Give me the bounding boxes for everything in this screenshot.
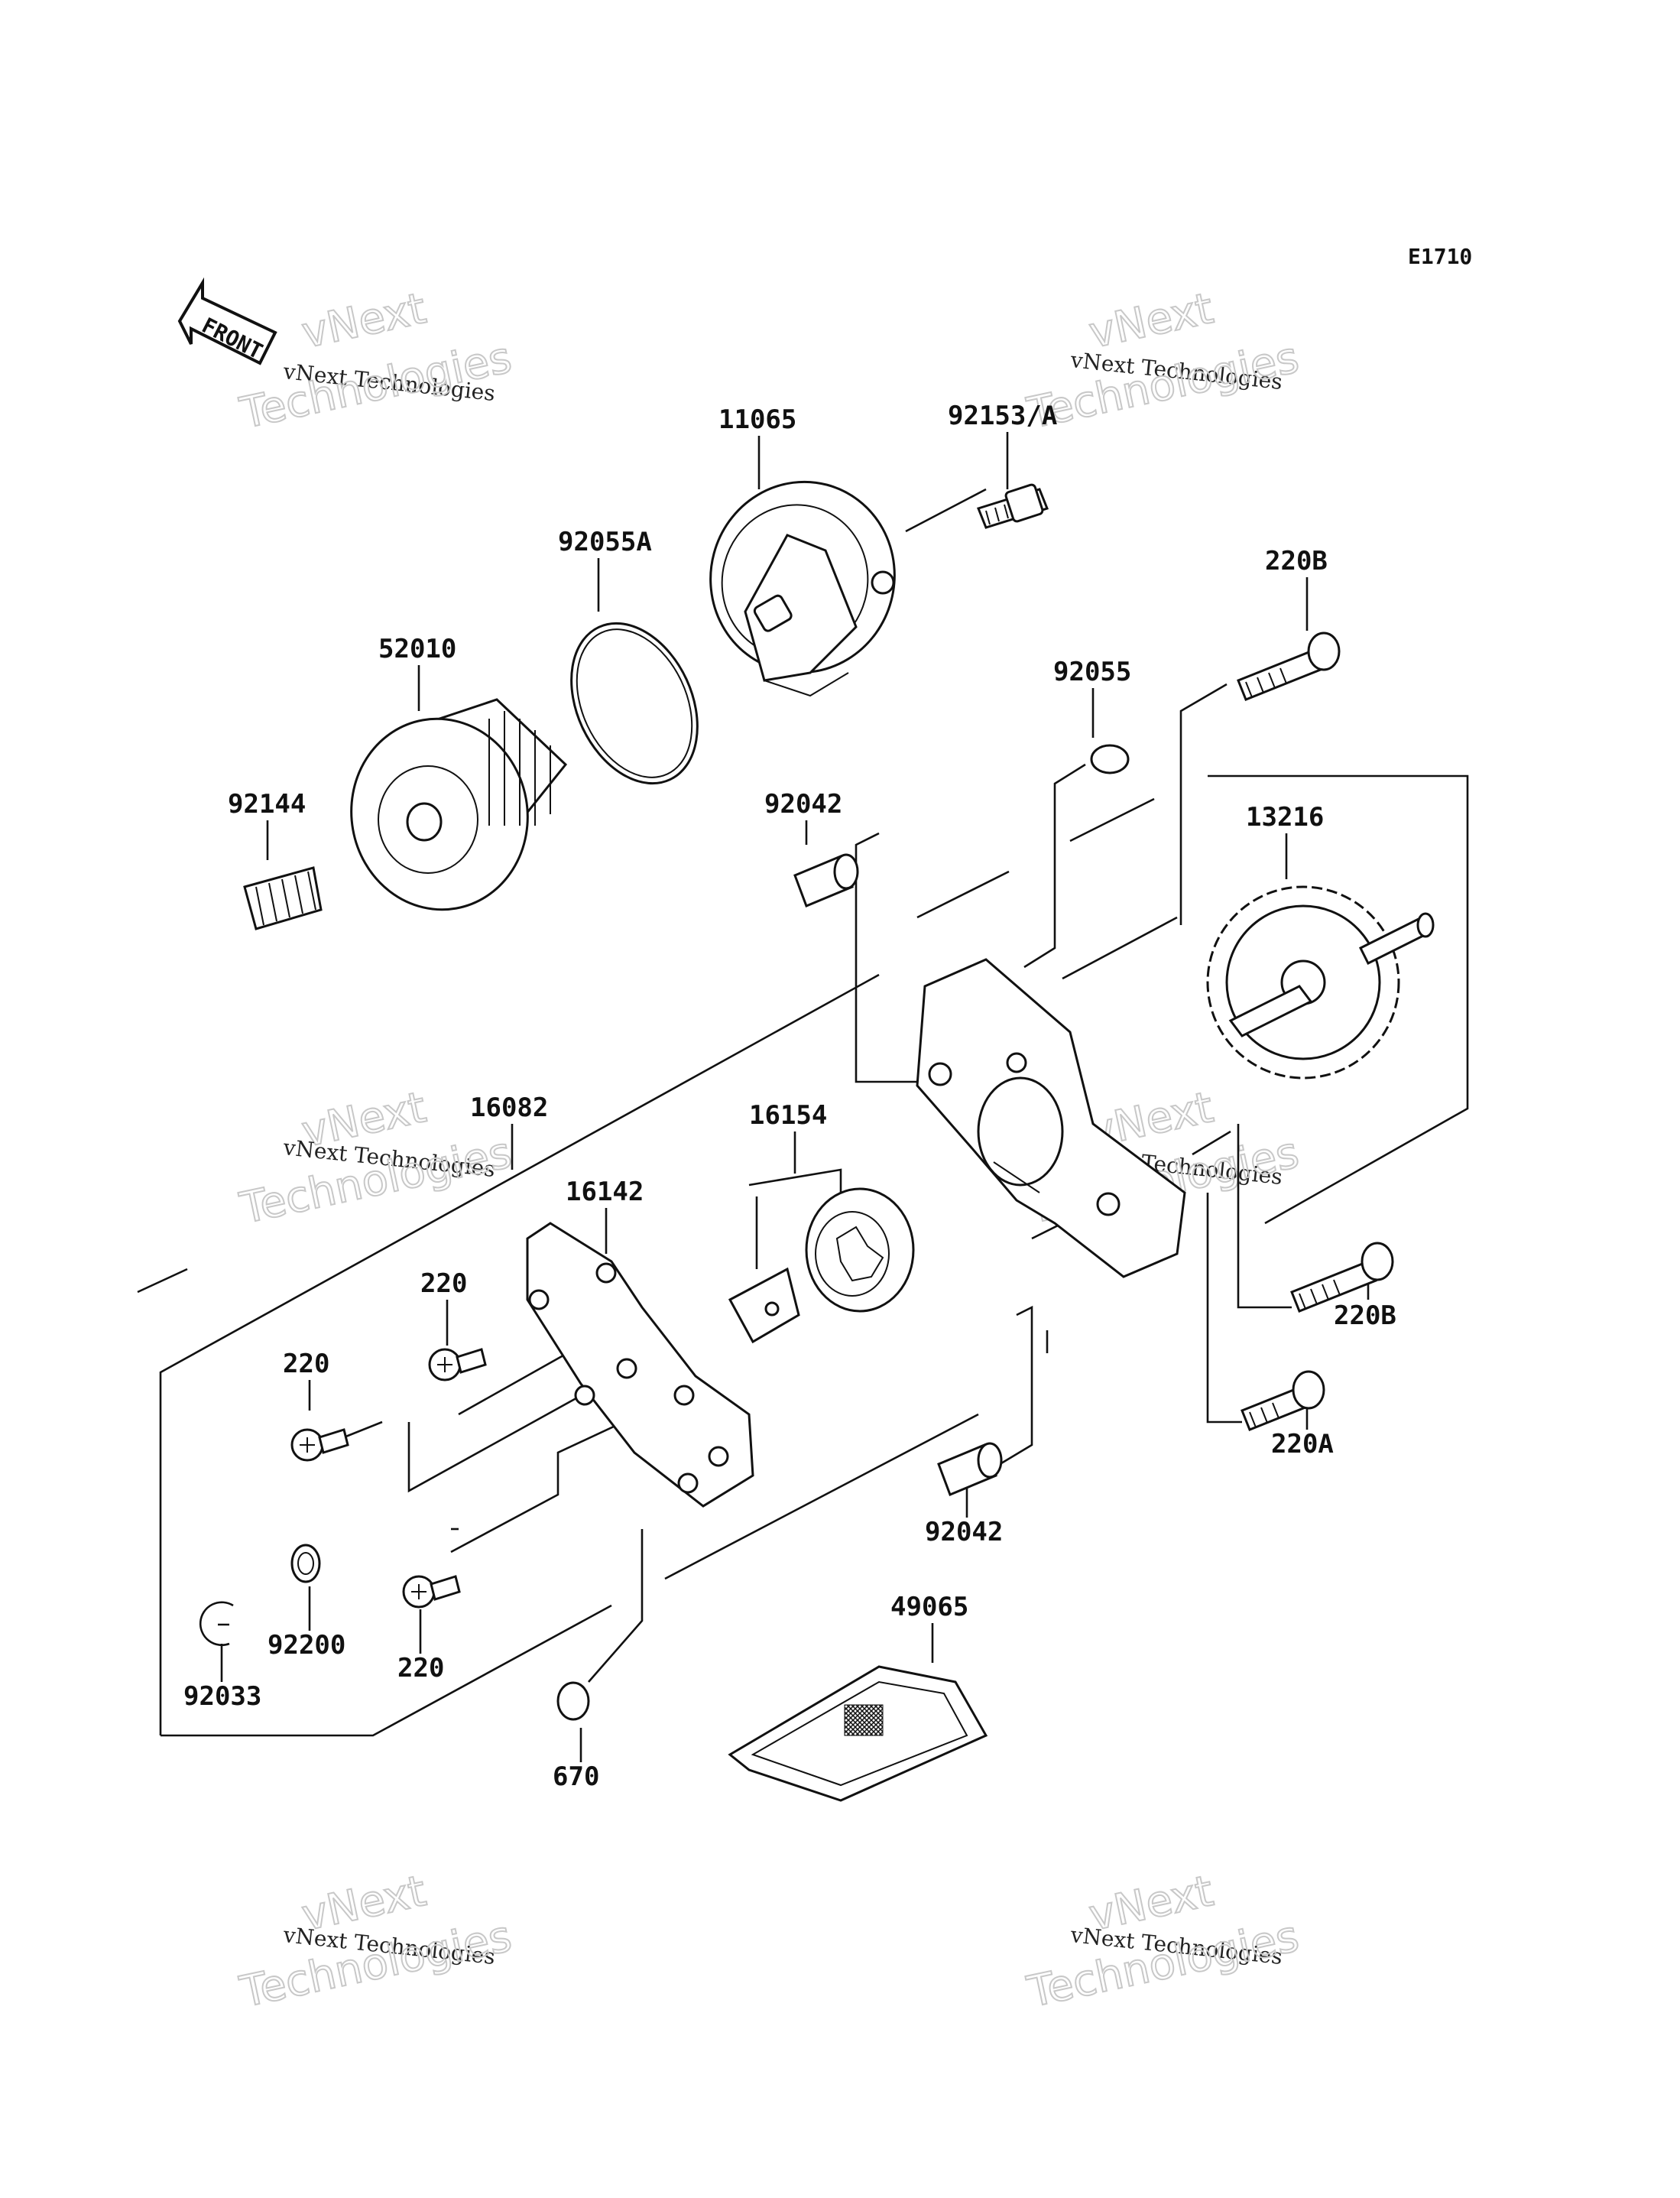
o-ring-670 [556,1681,590,1721]
label-92153-a: 92153/A [948,401,1057,431]
label-92042-bottom: 92042 [925,1517,1003,1547]
o-ring-92055 [1090,744,1130,774]
oil-filter-52010 [350,698,568,911]
label-220b-bottom: 220B [1334,1300,1396,1331]
label-92200: 92200 [268,1630,345,1661]
label-16082: 16082 [470,1093,548,1123]
label-92144: 92144 [228,789,306,820]
bolt-220a [1241,1370,1325,1431]
label-220a: 220A [1271,1429,1334,1459]
svg-text:vNext: vNext [1085,284,1218,359]
label-220-b: 220 [283,1349,329,1379]
label-92042-top: 92042 [764,789,842,820]
label-220-a: 220 [420,1268,467,1299]
bolt-220b-bottom [1290,1242,1394,1313]
label-16154: 16154 [749,1100,827,1131]
label-92033: 92033 [183,1681,261,1712]
spring-92144 [243,866,323,930]
label-11065: 11065 [718,404,796,435]
bolt-92153a [977,483,1049,529]
label-670: 670 [553,1761,599,1792]
washer-92200 [290,1544,321,1583]
svg-text:vNext: vNext [297,284,430,359]
screw-220-c [402,1575,461,1609]
dowel-pin-92042-top [793,853,859,907]
watermark-bottom-left: vNext vNext Technologies Technologies [235,1865,516,2018]
label-52010: 52010 [378,634,456,664]
label-16142: 16142 [566,1177,644,1207]
diagram-code: E1710 [1408,244,1472,269]
svg-text:Technologies: Technologies [1023,333,1302,439]
screw-220-a [428,1348,487,1381]
watermark-bottom-right: vNext vNext Technologies Technologies [1022,1865,1303,2018]
pump-cover-11065 [709,480,896,697]
label-49065: 49065 [890,1592,968,1622]
svg-text:Technologies: Technologies [235,1911,515,2018]
front-arrow-icon: FRONT [177,277,277,365]
label-220b-top: 220B [1265,546,1328,576]
o-ring-92055a [570,622,699,785]
oil-strainer-49065 [728,1665,988,1802]
drive-gear-13216 [1206,885,1435,1080]
label-220-c: 220 [397,1653,444,1683]
pump-housing [916,958,1186,1278]
bolt-220b-top [1237,631,1341,701]
dowel-pin-92042-bottom [937,1442,1003,1496]
pump-plate-16142 [526,1222,754,1508]
rotor-set-16154 [728,1187,915,1344]
label-92055: 92055 [1053,657,1131,687]
label-13216: 13216 [1246,802,1324,833]
circlip-92033 [199,1601,234,1647]
watermark-top-right: vNext vNext Technologies Technologies [1022,283,1303,440]
svg-text:Technologies: Technologies [1023,1911,1302,2018]
label-92055a: 92055A [558,527,652,557]
screw-220-b [290,1428,349,1462]
